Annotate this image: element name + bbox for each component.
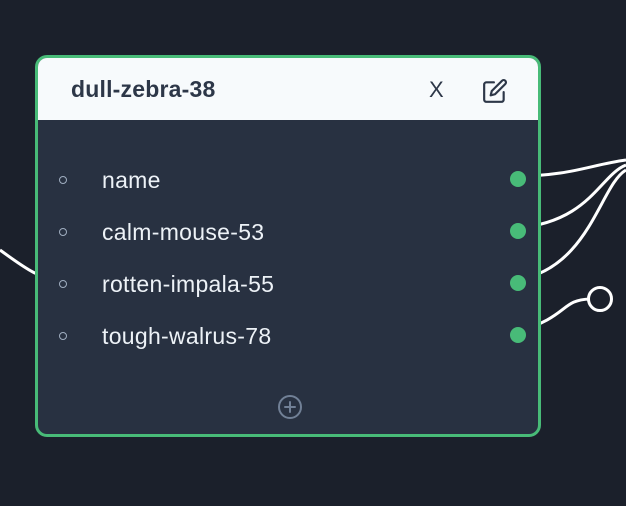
node-header: dull-zebra-38 X — [38, 58, 538, 120]
input-handle[interactable] — [59, 280, 67, 288]
output-handle[interactable] — [510, 327, 526, 343]
port-label: tough-walrus-78 — [102, 323, 272, 349]
input-handle[interactable] — [59, 332, 67, 340]
edit-button[interactable] — [482, 78, 508, 104]
port-row-name: name — [38, 165, 538, 195]
output-handle[interactable] — [510, 223, 526, 239]
port-row-tough-walrus: tough-walrus-78 — [38, 321, 538, 351]
close-button[interactable]: X — [429, 77, 444, 102]
target-handle[interactable] — [587, 286, 613, 312]
flow-node[interactable]: dull-zebra-38 X name calm-mouse-53 rotte… — [35, 55, 541, 437]
output-handle[interactable] — [510, 171, 526, 187]
port-label: rotten-impala-55 — [102, 271, 275, 297]
input-handle[interactable] — [59, 228, 67, 236]
port-label: name — [102, 167, 161, 193]
port-row-rotten-impala: rotten-impala-55 — [38, 269, 538, 299]
port-label: calm-mouse-53 — [102, 219, 265, 245]
node-title: dull-zebra-38 — [71, 75, 216, 102]
port-row-calm-mouse: calm-mouse-53 — [38, 217, 538, 247]
plus-circle-icon — [278, 395, 302, 419]
add-port-button[interactable] — [277, 394, 303, 420]
input-handle[interactable] — [59, 176, 67, 184]
edit-icon — [483, 79, 507, 103]
output-handle[interactable] — [510, 275, 526, 291]
